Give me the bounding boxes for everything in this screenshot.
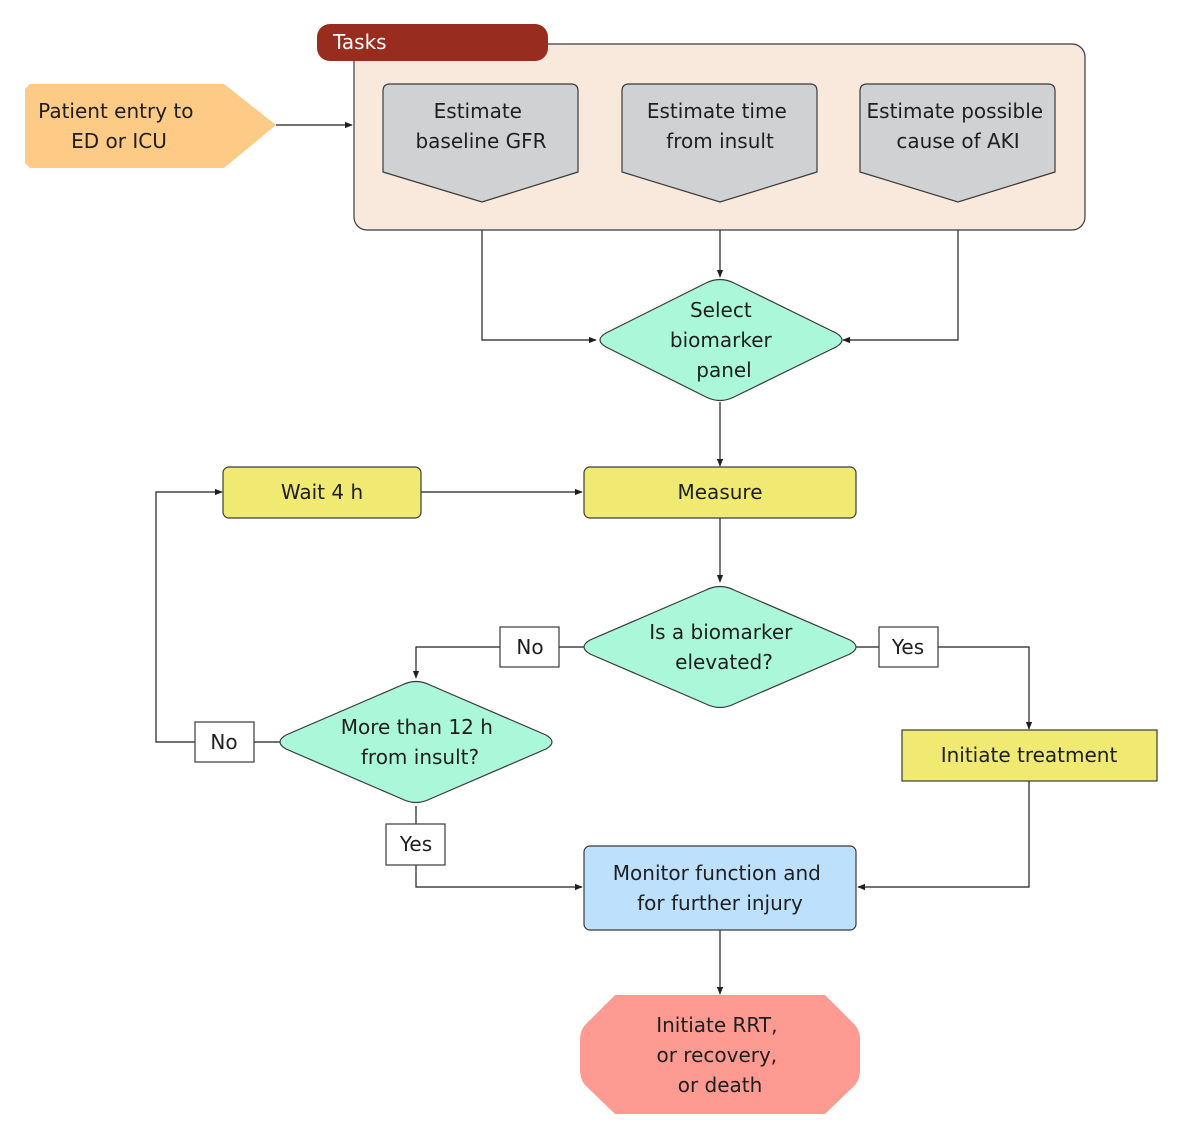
edge-label-elevated-yes-box <box>878 626 939 668</box>
edge-label-over12h-no-box <box>194 721 255 763</box>
task-estimate-cause-shape <box>859 83 1056 203</box>
patient-entry-shape <box>25 84 276 168</box>
initiate-treatment-shape <box>901 729 1158 782</box>
select-biomarker-label: Select biomarker panel <box>670 298 778 382</box>
task-estimate-time-shape <box>621 83 818 203</box>
task-estimate-baseline-gfr-shape <box>382 83 579 203</box>
wait-node: Wait 4 h <box>222 466 422 519</box>
outcome-node: Initiate RRT, or recovery, or death <box>580 995 860 1114</box>
monitor-label: Monitor function and for further injury <box>613 861 827 915</box>
monitor-node: Monitor function and for further injury <box>583 845 857 931</box>
edge-label-elevated-no: No <box>499 626 560 668</box>
initiate-treatment-label: Initiate treatment <box>941 743 1118 767</box>
edge-label-over12h-no: No <box>194 721 255 763</box>
connector-treatment-to-monitor <box>857 781 1030 891</box>
edge-label-over12h-no-text: No <box>210 730 237 754</box>
connector-gfr-to-select <box>481 200 597 344</box>
measure-shape <box>583 466 857 519</box>
outcome-label: Initiate RRT, or recovery, or death <box>656 1013 784 1097</box>
edge-label-over12h-yes-text: Yes <box>399 832 432 856</box>
edge-label-elevated-no-box <box>499 626 560 668</box>
biomarker-elevated-shape <box>583 585 857 709</box>
more-than-12h-node: More than 12 h from insult? <box>279 680 553 804</box>
measure-label: Measure <box>678 480 763 504</box>
task-estimate-baseline-gfr-label: Estimate baseline GFR <box>415 99 546 153</box>
outcome-shape <box>580 995 860 1114</box>
edge-label-over12h-yes: Yes <box>385 823 446 866</box>
edge-label-elevated-yes: Yes <box>878 626 939 668</box>
edge-labels: No Yes No Yes <box>194 626 939 866</box>
tasks-group: Tasks Estimate baseline GFR Estimate tim… <box>317 24 1086 231</box>
task-estimate-time-label: Estimate time from insult <box>647 99 793 153</box>
biomarker-elevated-node: Is a biomarker elevated? <box>583 585 857 709</box>
tasks-header-label: Tasks <box>332 30 387 54</box>
edge-label-elevated-yes-text: Yes <box>891 635 924 659</box>
connector-over12h-no <box>155 488 280 743</box>
measure-node: Measure <box>583 466 857 519</box>
more-than-12h-label: More than 12 h from insult? <box>341 715 500 769</box>
initiate-treatment-node: Initiate treatment <box>901 729 1158 782</box>
patient-entry-node: Patient entry to ED or ICU <box>25 84 276 168</box>
connector-cause-to-select <box>842 200 959 344</box>
biomarker-elevated-label: Is a biomarker elevated? <box>649 620 799 674</box>
monitor-shape <box>583 845 857 931</box>
select-biomarker-shape <box>599 278 843 402</box>
select-biomarker-node: Select biomarker panel <box>599 278 843 402</box>
tasks-header-tab <box>317 24 548 61</box>
wait-shape <box>222 466 422 519</box>
patient-entry-label: Patient entry to ED or ICU <box>38 99 200 153</box>
edge-label-elevated-no-text: No <box>516 635 543 659</box>
wait-label: Wait 4 h <box>281 480 363 504</box>
edge-label-over12h-yes-box <box>385 823 446 866</box>
task-estimate-cause-label: Estimate possible cause of AKI <box>867 99 1050 153</box>
more-than-12h-shape <box>279 680 553 804</box>
